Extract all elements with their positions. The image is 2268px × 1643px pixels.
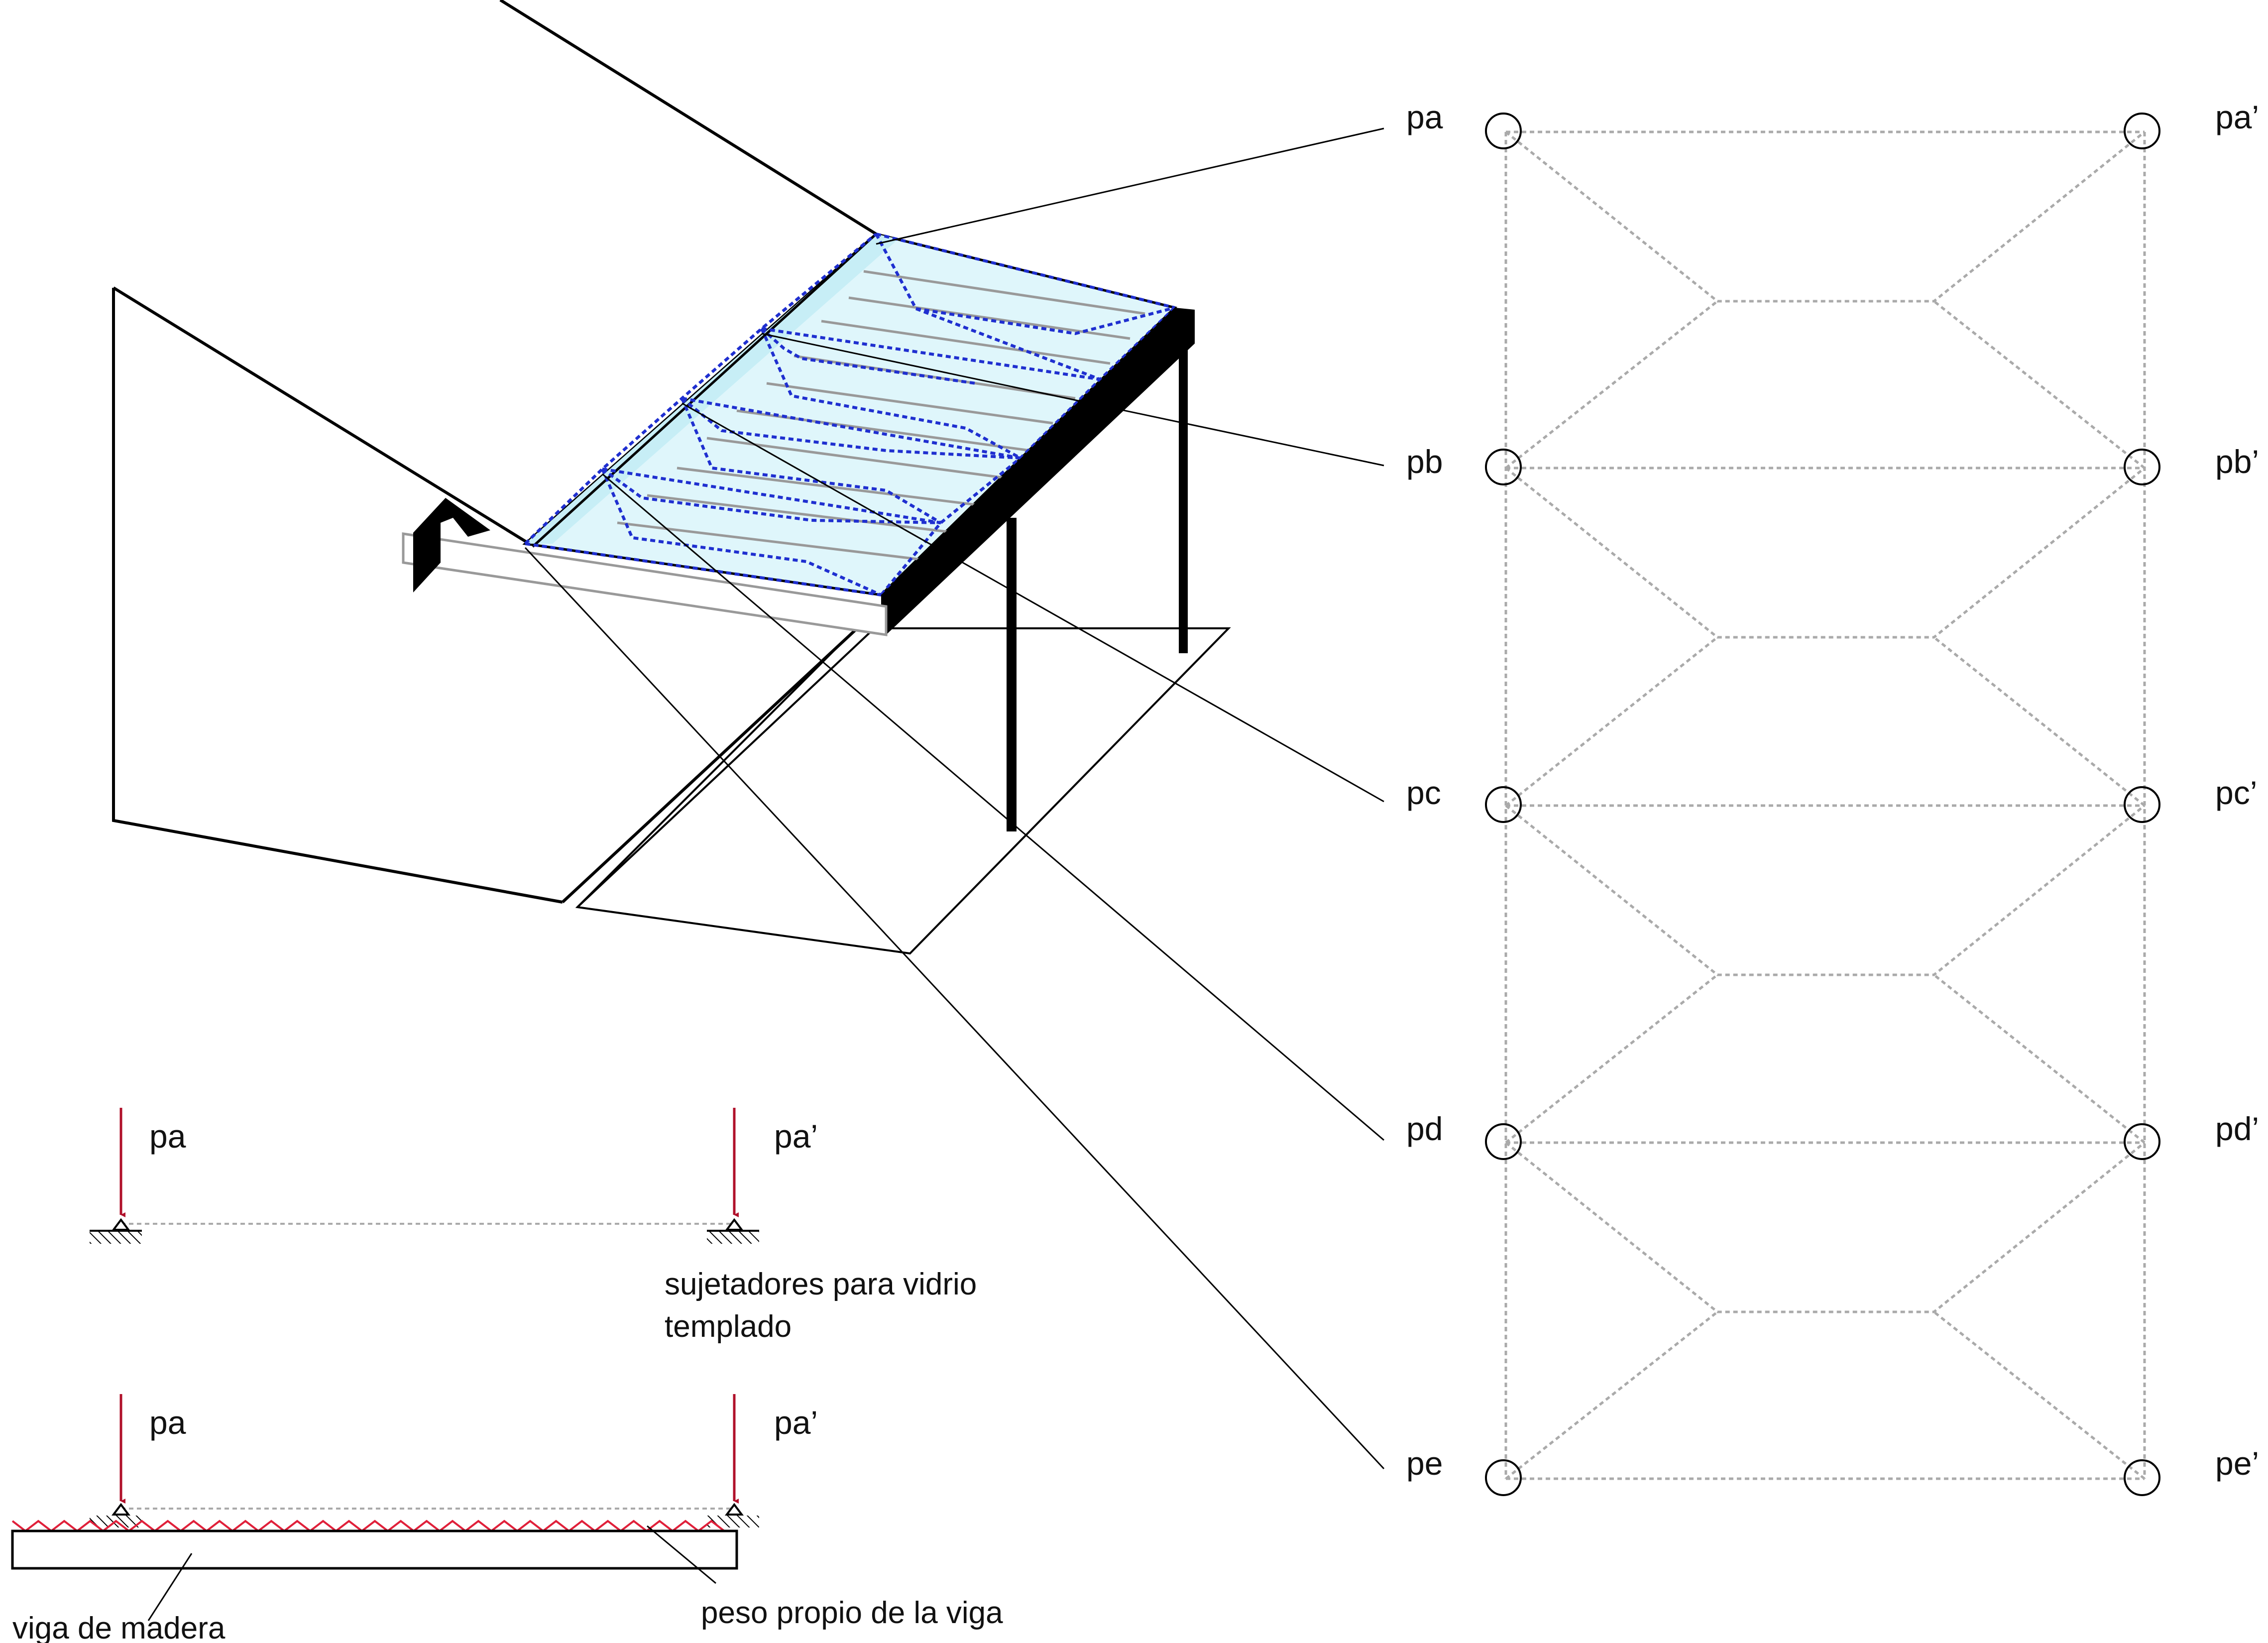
wall-bracket: [413, 498, 490, 592]
pin-support-right-2: [725, 1503, 744, 1516]
support-circle: [1485, 1459, 1522, 1496]
glazing-bars: [617, 270, 1145, 562]
pin-support-left-2: [112, 1503, 130, 1516]
support-circle: [2124, 1123, 2160, 1160]
ground-hatch-right: [707, 1231, 759, 1244]
support-circle: [2124, 1459, 2160, 1496]
wood-beam: [402, 532, 888, 636]
support-circle: [2124, 449, 2160, 485]
clip-caption-line2: templado: [665, 1309, 792, 1344]
label-pd: pd: [1406, 1110, 1443, 1147]
label-pc: pc: [1406, 774, 1441, 811]
load-label-left-2: pa: [149, 1404, 186, 1441]
support-circles: [1485, 113, 2160, 1496]
column-back: [1179, 319, 1188, 653]
support-circle: [1485, 1123, 1522, 1160]
support-circle: [1485, 449, 1522, 485]
beam-diagram-1: pa pa’ sujetadores para vidrio templado: [90, 1108, 977, 1344]
leader-lines: [524, 127, 1385, 1470]
self-weight-load: [11, 1520, 725, 1532]
wood-beam-section: [11, 1529, 738, 1570]
plan-view: [1504, 130, 2146, 1480]
wall-panel: [113, 286, 529, 544]
main-beam: [881, 308, 1195, 635]
label-pb-prime: pb’: [2215, 443, 2259, 480]
beam-leader: [147, 1553, 193, 1621]
support-circle: [2124, 786, 2160, 823]
support-circle: [1485, 786, 1522, 823]
label-pa-prime: pa’: [2215, 99, 2259, 135]
column-front: [1007, 518, 1017, 831]
glass-roof-edge: [525, 234, 899, 544]
floor-plane: [575, 627, 1231, 955]
weight-leader: [647, 1525, 716, 1584]
support-circle: [1485, 113, 1522, 149]
roof-rafter-1: [532, 233, 877, 548]
self-weight-label: peso propio de la viga: [701, 1596, 1003, 1630]
load-label-left: pa: [149, 1118, 186, 1155]
label-pd-prime: pd’: [2215, 1110, 2259, 1147]
wood-beam-label: viga de madera: [12, 1611, 226, 1643]
pin-support-left: [112, 1218, 130, 1231]
load-label-right-2: pa’: [774, 1404, 818, 1441]
support-circle: [2124, 113, 2160, 149]
ground-hatch-left: [90, 1231, 142, 1244]
hatch-right-2: [707, 1516, 759, 1527]
label-pb: pb: [1406, 443, 1443, 480]
wall-panel-lower: [112, 288, 563, 904]
label-pe: pe: [1406, 1445, 1443, 1482]
label-pa: pa: [1406, 99, 1443, 135]
floor-edge: [561, 627, 859, 904]
floor-edge-2: [576, 630, 872, 908]
clip-caption-line1: sujetadores para vidrio: [665, 1267, 977, 1301]
wall-outline: [499, 0, 877, 235]
load-label-right: pa’: [774, 1118, 818, 1155]
grid-labels: pa pb pc pd pe pa’ pb’ pc’ pd’ pe’: [1406, 99, 2259, 1482]
label-pe-prime: pe’: [2215, 1445, 2259, 1482]
isometric-view: [112, 0, 1385, 1470]
beam-diagram-2: pa pa’ viga de madera peso propio de la …: [11, 1394, 1003, 1643]
label-pc-prime: pc’: [2215, 774, 2257, 811]
